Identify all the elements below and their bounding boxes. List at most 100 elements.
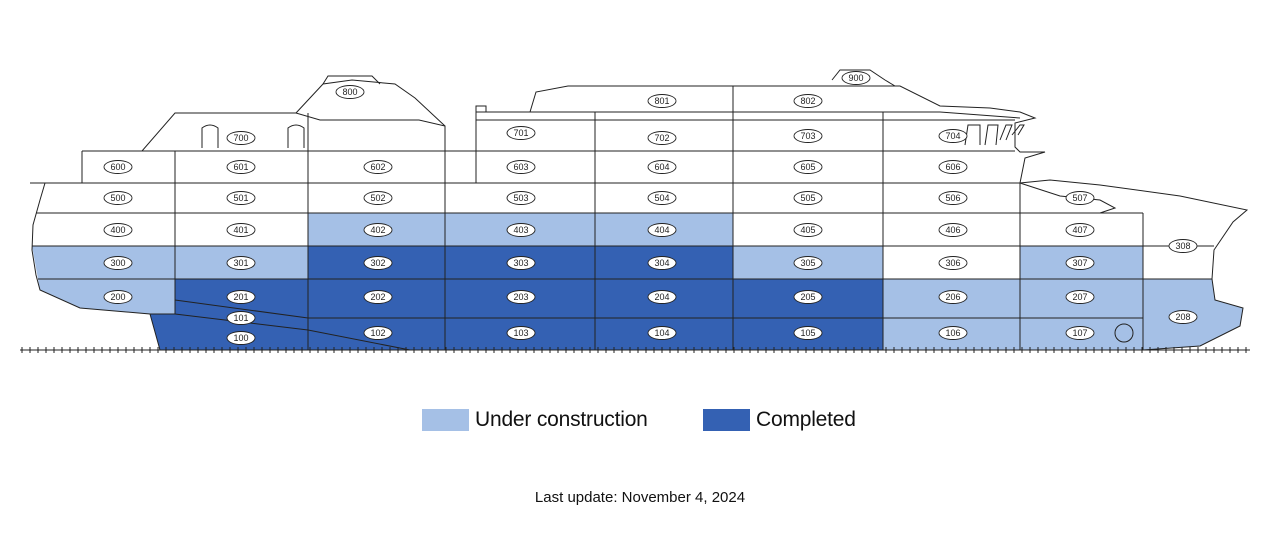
block-200: 200	[103, 290, 133, 304]
block-208-label: 208	[1175, 312, 1190, 322]
ship-outline-path	[475, 85, 1046, 184]
block-201: 201	[226, 290, 256, 304]
block-207-badge	[1065, 290, 1095, 304]
block-308: 308	[1168, 239, 1198, 253]
block-304-label: 304	[654, 258, 669, 268]
block-206-label: 206	[945, 292, 960, 302]
block-606: 606	[938, 160, 968, 174]
block-800-badge	[335, 85, 365, 99]
block-300: 300	[103, 256, 133, 270]
block-604-badge	[647, 160, 677, 174]
block-100: 100	[226, 331, 256, 345]
block-502-label: 502	[370, 193, 385, 203]
block-605: 605	[793, 160, 823, 174]
ship-outline-path	[201, 124, 219, 148]
block-307-label: 307	[1072, 258, 1087, 268]
legend-label-under-construction: Under construction	[475, 408, 648, 431]
legend-label-completed: Completed	[756, 408, 856, 431]
last-update-text: Last update: November 4, 2024	[534, 489, 746, 506]
block-304: 304	[647, 256, 677, 270]
block-200-badge	[103, 290, 133, 304]
block-404: 404	[647, 223, 677, 237]
ship-outline-path	[530, 111, 1021, 119]
ship-outline-path	[831, 69, 896, 87]
block-802-badge	[793, 94, 823, 108]
block-402: 402	[363, 223, 393, 237]
legend-swatch-under-construction	[422, 409, 469, 431]
block-107-badge	[1065, 326, 1095, 340]
block-601-label: 601	[233, 162, 248, 172]
block-704-label: 704	[945, 131, 960, 141]
ship-outline-path	[964, 124, 1025, 146]
block-406: 406	[938, 223, 968, 237]
block-301-badge	[226, 256, 256, 270]
block-202-label: 202	[370, 292, 385, 302]
block-202: 202	[363, 290, 393, 304]
block-603: 603	[506, 160, 536, 174]
block-506-badge	[938, 191, 968, 205]
block-405-label: 405	[800, 225, 815, 235]
block-701-label: 701	[513, 128, 528, 138]
block-201-badge	[226, 290, 256, 304]
ship-outline-path	[594, 86, 884, 120]
block-900-label: 900	[848, 73, 863, 83]
block-401-label: 401	[233, 225, 248, 235]
ship-outline-path	[475, 105, 487, 112]
block-502: 502	[363, 191, 393, 205]
block-204-label: 204	[654, 292, 669, 302]
block-104: 104	[647, 326, 677, 340]
block-503: 503	[506, 191, 536, 205]
bow-thruster-marker	[1114, 323, 1134, 343]
block-603-badge	[506, 160, 536, 174]
block-103-label: 103	[513, 328, 528, 338]
block-602: 602	[363, 160, 393, 174]
block-606-badge	[938, 160, 968, 174]
block-300-label: 300	[110, 258, 125, 268]
block-105: 105	[793, 326, 823, 340]
block-103: 103	[506, 326, 536, 340]
block-801: 801	[647, 94, 677, 108]
block-406-label: 406	[945, 225, 960, 235]
block-101-badge	[226, 311, 256, 325]
block-802-label: 802	[800, 96, 815, 106]
block-505-badge	[793, 191, 823, 205]
block-203-badge	[506, 290, 536, 304]
block-701-badge	[506, 126, 536, 140]
block-605-label: 605	[800, 162, 815, 172]
legend-item-under-construction: Under construction	[422, 405, 648, 435]
block-300-badge	[103, 256, 133, 270]
ship-outline-path	[322, 75, 381, 85]
block-300-fill	[32, 246, 175, 279]
block-605-badge	[793, 160, 823, 174]
block-900: 900	[841, 71, 871, 85]
legend: Under construction Completed	[0, 405, 1280, 435]
block-404-label: 404	[654, 225, 669, 235]
block-407-badge	[1065, 223, 1095, 237]
block-501-badge	[226, 191, 256, 205]
block-702: 702	[647, 131, 677, 145]
block-205-label: 205	[800, 292, 815, 302]
block-400-badge	[103, 223, 133, 237]
block-302-badge	[363, 256, 393, 270]
block-600: 600	[103, 160, 133, 174]
block-301-label: 301	[233, 258, 248, 268]
block-204-badge	[647, 290, 677, 304]
block-502-badge	[363, 191, 393, 205]
block-703: 703	[793, 129, 823, 143]
block-504-label: 504	[654, 193, 669, 203]
block-500: 500	[103, 191, 133, 205]
block-900-badge	[841, 71, 871, 85]
block-404-badge	[647, 223, 677, 237]
block-702-badge	[647, 131, 677, 145]
block-403-label: 403	[513, 225, 528, 235]
block-203-label: 203	[513, 292, 528, 302]
block-507-badge	[1065, 191, 1095, 205]
block-504: 504	[647, 191, 677, 205]
block-507: 507	[1065, 191, 1095, 205]
block-102-badge	[363, 326, 393, 340]
block-700: 700	[226, 131, 256, 145]
block-306-label: 306	[945, 258, 960, 268]
block-501: 501	[226, 191, 256, 205]
block-704: 704	[938, 129, 968, 143]
block-704-badge	[938, 129, 968, 143]
